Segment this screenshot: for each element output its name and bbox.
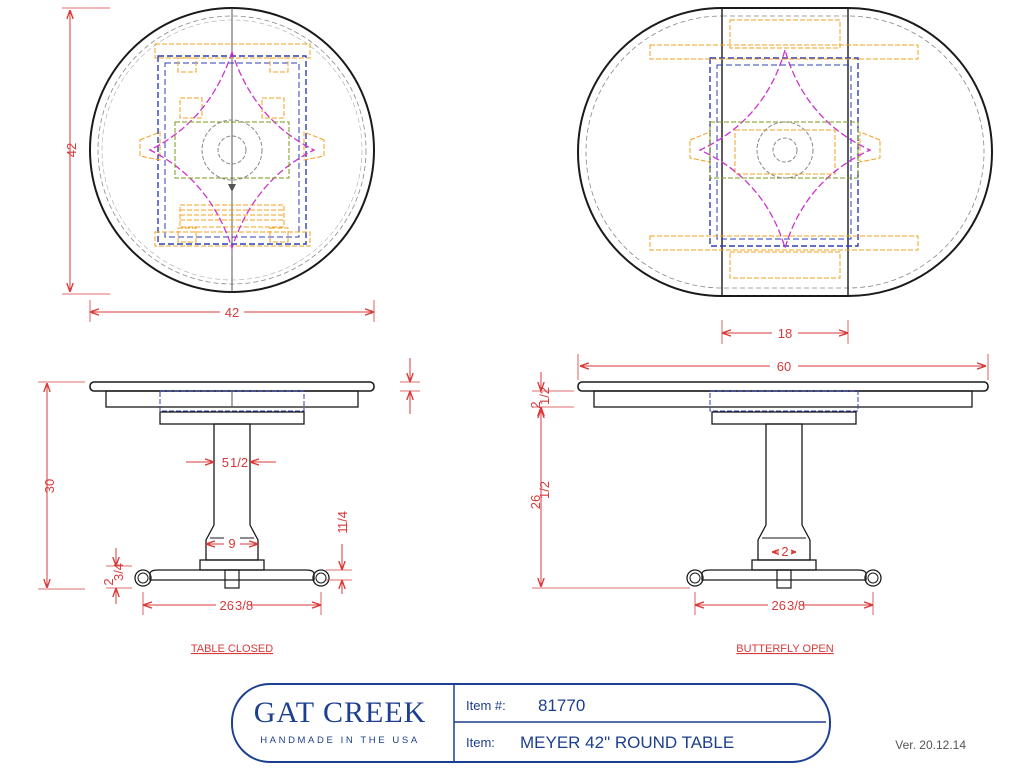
open-elev-top (577, 381, 989, 392)
item-name-value: MEYER 42" ROUND TABLE (520, 733, 734, 752)
closed-elev-foot-right (312, 569, 330, 587)
open-pedestal-column-plan (772, 137, 798, 163)
base-span-whole: 26 (220, 598, 234, 613)
open-elev-base-legs (701, 569, 867, 581)
closed-apron-inner-hidden (164, 62, 300, 238)
title-block: GAT CREEK HANDMADE IN THE USA Item #: 81… (231, 683, 831, 763)
item-number-label: Item #: (466, 698, 506, 713)
apron-to-floor-whole: 26 (528, 495, 543, 509)
height-label: 30 (42, 479, 57, 493)
closed-width-label-bg (220, 304, 244, 320)
leaf-width-label-bg (772, 325, 798, 341)
pedestal-base-label: 9 (228, 536, 235, 551)
open-apron-hidden (709, 57, 859, 247)
apron-to-floor-fraction: 1/2 (537, 481, 552, 499)
company-logo: GAT CREEK (254, 696, 427, 729)
closed-view-label: TABLE CLOSED (191, 643, 273, 655)
open-butterfly-curves-hidden (698, 47, 872, 251)
open-view-label: BUTTERFLY OPEN (736, 643, 833, 655)
closed-elev-top (89, 381, 375, 392)
open-elev-apron-hidden (709, 390, 859, 412)
open-elev-cap (711, 411, 857, 425)
closed-elev-cap (159, 411, 305, 425)
base-span-fraction: 3/8 (235, 598, 253, 613)
closed-direction-arrow (228, 184, 236, 192)
closed-plan-view: 42 42 (62, 7, 375, 322)
foot-height-fraction: 1/4 (335, 511, 350, 529)
open-elev-foot-left (686, 569, 704, 587)
version-label: Ver. 20.12.14 (895, 738, 966, 752)
open-length-label: 60 (777, 359, 791, 374)
closed-apron-hidden (157, 55, 307, 245)
open-column-label: 2 (781, 544, 788, 559)
closed-depth-label: 42 (64, 143, 79, 157)
apron-depth-whole: 2 (528, 401, 543, 408)
title-block-frame (231, 683, 831, 763)
item-number-value: 81770 (538, 696, 585, 715)
closed-elev-floor-block (224, 569, 240, 589)
closed-width-label: 42 (225, 305, 239, 320)
open-elev-foot-right (864, 569, 882, 587)
open-base-span-fraction: 3/8 (787, 598, 805, 613)
open-base-span-whole: 26 (772, 598, 786, 613)
base-height-whole: 2 (101, 578, 116, 585)
closed-elev-base-legs (149, 569, 315, 581)
item-name-label: Item: (466, 735, 495, 750)
column-dim-whole: 5 (222, 455, 229, 470)
closed-elev-base-plate (199, 559, 265, 571)
apron-depth-fraction: 1/2 (537, 387, 552, 405)
open-plan-view: 18 (577, 7, 993, 344)
open-elev-base-plate (751, 559, 817, 571)
closed-elev-foot-left (134, 569, 152, 587)
open-elev-column (757, 423, 811, 561)
open-elev-apron (593, 390, 973, 408)
foot-height-whole: 1 (335, 526, 350, 533)
open-pedestal-plate (756, 121, 814, 179)
closed-pedestal-plate (201, 119, 263, 181)
open-elev-floor-block (776, 569, 792, 589)
closed-butterfly-curves-hidden (148, 49, 316, 251)
base-height-fraction: 3/4 (111, 563, 126, 581)
column-dim-fraction: 1/2 (230, 455, 248, 470)
company-tagline: HANDMADE IN THE USA (260, 735, 420, 746)
open-apron-inner-hidden (716, 64, 852, 240)
closed-elevation-view: 30 5 1/2 9 1 1/4 2 3/4 26 3/8 TABLE CLOS… (38, 358, 420, 655)
leaf-width-label: 18 (778, 326, 792, 341)
open-elevation-view: 60 2 1/2 26 1/2 2 26 3/8 BUTTERFLY OPEN (528, 354, 989, 655)
